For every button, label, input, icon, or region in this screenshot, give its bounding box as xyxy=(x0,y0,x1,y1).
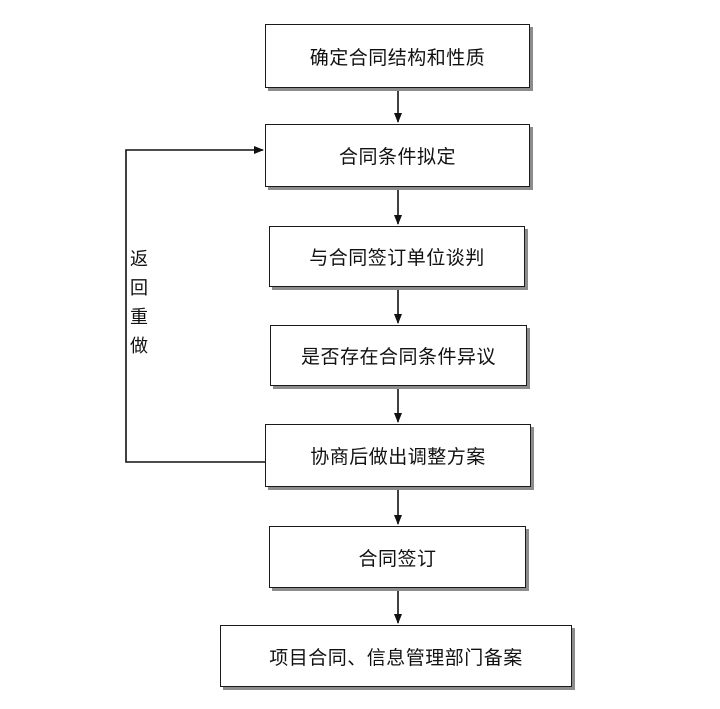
loop-label-char: 重 xyxy=(130,307,148,328)
loop-back-arrow xyxy=(125,146,265,463)
step-draft-contract-conditions: 合同条件拟定 xyxy=(265,124,530,187)
step-file-with-department: 项目合同、信息管理部门备案 xyxy=(220,625,572,687)
loop-label-char: 做 xyxy=(130,336,148,357)
step-adjustment-plan: 协商后做出调整方案 xyxy=(265,424,531,487)
step-determine-contract-structure: 确定合同结构和性质 xyxy=(265,24,530,88)
loop-label-redo: 返 回 重 做 xyxy=(128,245,150,361)
loop-label-char: 回 xyxy=(130,278,148,299)
step-negotiate-with-signing-party: 与合同签订单位谈判 xyxy=(269,226,525,287)
step-check-condition-objections: 是否存在合同条件异议 xyxy=(270,325,527,386)
loop-label-char: 返 xyxy=(130,249,148,270)
step-sign-contract: 合同签订 xyxy=(269,526,526,588)
